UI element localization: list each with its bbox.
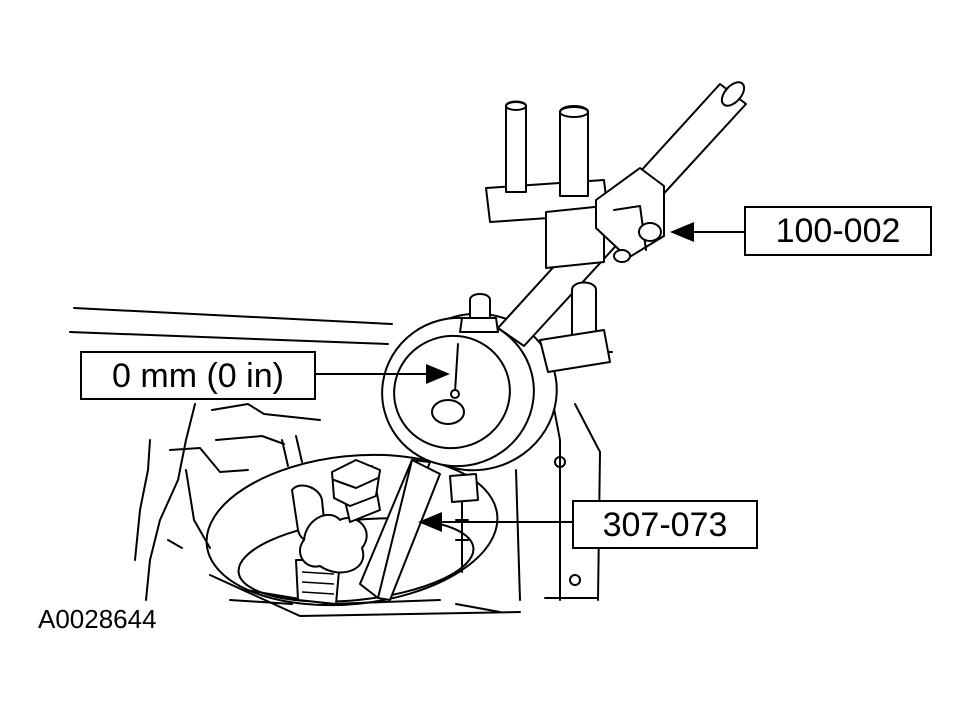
engine-block xyxy=(69,307,613,617)
leader-arrows xyxy=(315,222,745,532)
tool-100-002 xyxy=(485,81,747,373)
arrow-right-icon xyxy=(426,364,450,384)
piston-and-bolt xyxy=(291,459,381,605)
dial-indicator xyxy=(381,293,558,472)
figure-id: A0028644 xyxy=(38,604,157,634)
tool-307-073 xyxy=(359,459,441,601)
callout-100-002: 100-002 xyxy=(744,206,932,256)
callout-307-073: 307-073 xyxy=(572,500,758,549)
arrow-left-icon xyxy=(418,512,442,532)
indicator-plunger xyxy=(449,473,479,573)
callout-zero-reading: 0 mm (0 in) xyxy=(80,351,316,400)
arrow-left-icon xyxy=(670,222,694,242)
